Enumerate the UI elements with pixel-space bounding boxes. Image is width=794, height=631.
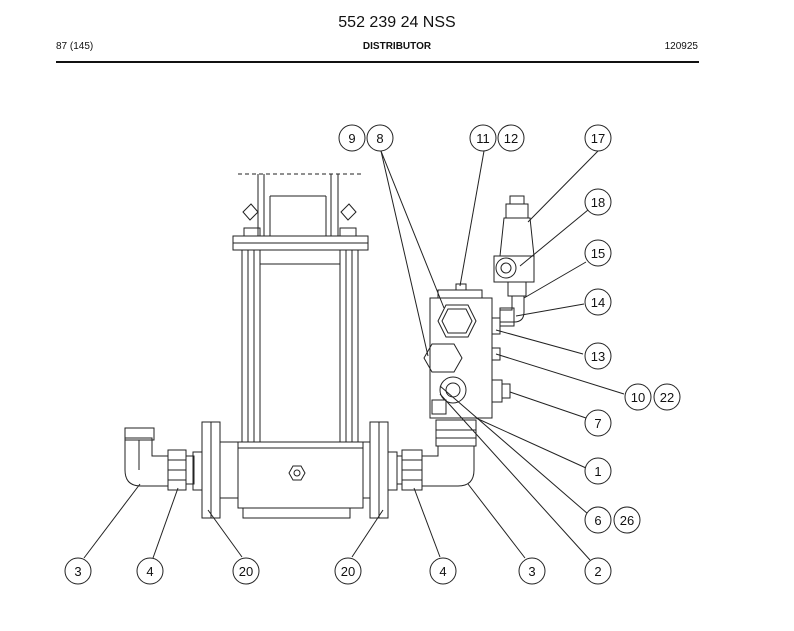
callout-1: 1 — [584, 457, 612, 485]
document-title: 552 239 24 NSS — [338, 14, 456, 31]
callout-18: 18 — [584, 188, 612, 216]
callouts: 9 8 11 12 17 18 15 14 13 10 22 7 1 6 26 … — [64, 124, 681, 585]
callout-8: 8 — [366, 124, 394, 152]
callout-26: 26 — [613, 506, 641, 534]
callout-11: 11 — [469, 124, 497, 152]
callout-17: 17 — [584, 124, 612, 152]
right-coupling — [396, 449, 423, 491]
distributor-body — [237, 441, 364, 519]
callout-12: 12 — [497, 124, 525, 152]
callout-9: 9 — [338, 124, 366, 152]
callout-22: 22 — [653, 383, 681, 411]
callout-4-right: 4 — [429, 557, 457, 585]
right-elbow — [421, 419, 477, 487]
document-number: 120925 — [664, 41, 698, 52]
page-number: 87 (145) — [56, 41, 94, 52]
valve-block — [423, 283, 511, 419]
callout-3-left: 3 — [64, 557, 92, 585]
left-elbow — [124, 427, 169, 487]
left-flange — [192, 421, 239, 519]
callout-10: 10 — [624, 383, 652, 411]
callout-18-label: 18 — [591, 195, 605, 210]
callout-10-label: 10 — [631, 390, 645, 405]
callout-12-label: 12 — [504, 131, 518, 146]
callout-20-left-label: 20 — [239, 564, 253, 579]
callout-7-label: 7 — [594, 416, 601, 431]
callout-9-label: 9 — [348, 131, 355, 146]
callout-3-right: 3 — [518, 557, 546, 585]
callout-13: 13 — [584, 342, 612, 370]
callout-20-right-label: 20 — [341, 564, 355, 579]
callout-17-label: 17 — [591, 131, 605, 146]
upper-plate — [232, 227, 369, 251]
callout-3-right-label: 3 — [528, 564, 535, 579]
right-flange — [362, 421, 398, 519]
callout-4-right-label: 4 — [439, 564, 446, 579]
callout-4-left-label: 4 — [146, 564, 153, 579]
callout-6: 6 — [584, 506, 612, 534]
callout-7: 7 — [584, 409, 612, 437]
callout-15-label: 15 — [591, 246, 605, 261]
callout-20-left: 20 — [232, 557, 260, 585]
callout-8-label: 8 — [376, 131, 383, 146]
callout-2-label: 2 — [594, 564, 601, 579]
tie-rods — [241, 250, 359, 442]
callout-1-label: 1 — [594, 464, 601, 479]
callout-14-label: 14 — [591, 295, 605, 310]
callout-20-right: 20 — [334, 557, 362, 585]
callout-2: 2 — [584, 557, 612, 585]
left-coupling — [167, 449, 195, 491]
callout-15: 15 — [584, 239, 612, 267]
callout-6-label: 6 — [594, 513, 601, 528]
callout-14: 14 — [584, 288, 612, 316]
callout-11-label: 11 — [476, 131, 490, 146]
callout-13-label: 13 — [591, 349, 605, 364]
callout-3-left-label: 3 — [74, 564, 81, 579]
upper-shaft — [242, 174, 357, 236]
callout-4-left: 4 — [136, 557, 164, 585]
section-title: DISTRIBUTOR — [362, 41, 432, 52]
safety-valve — [493, 195, 535, 327]
leader-lines — [83, 150, 625, 561]
header-rule — [56, 61, 699, 63]
callout-22-label: 22 — [660, 390, 674, 405]
callout-26-label: 26 — [620, 513, 634, 528]
